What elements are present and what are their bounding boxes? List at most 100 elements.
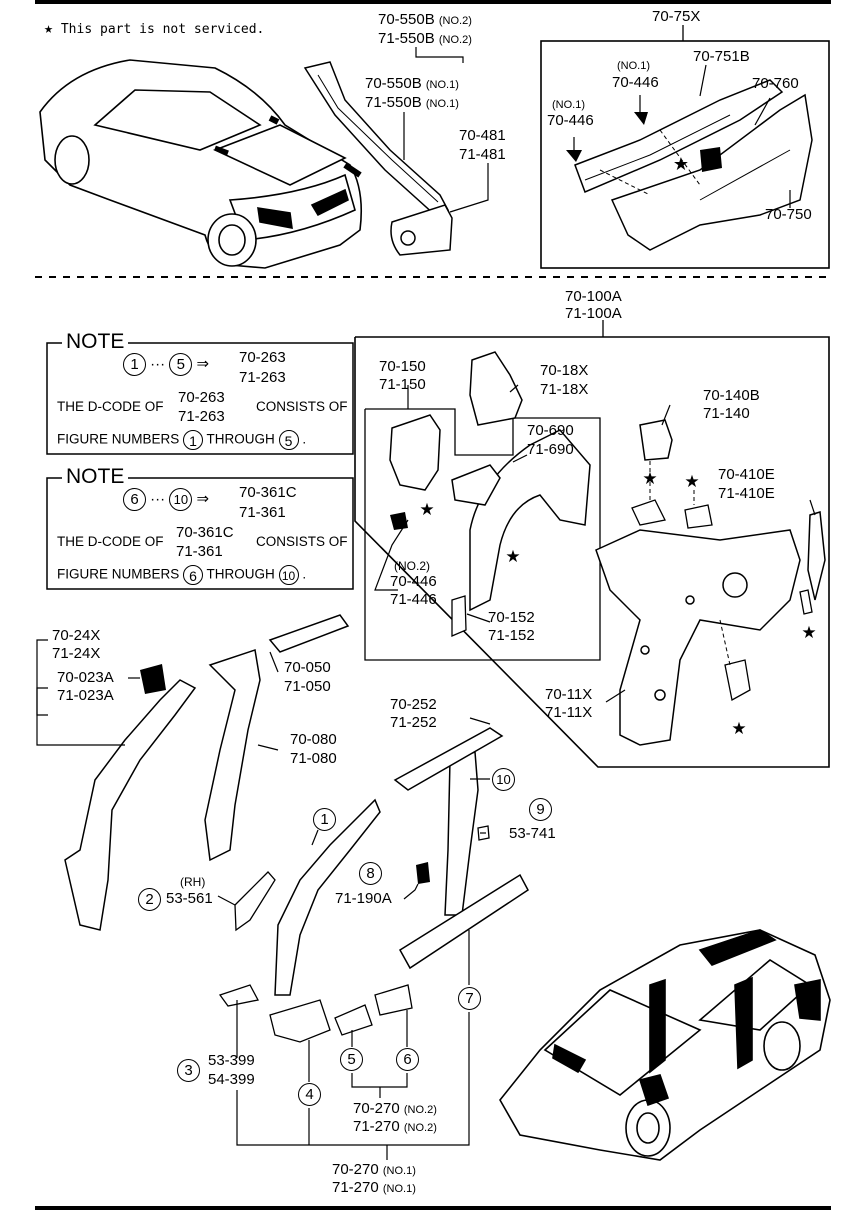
region-70-100a [354, 336, 830, 768]
bracket-70-18x [469, 351, 523, 426]
label-70-550b-no2: 70-550B (NO.2) [378, 11, 472, 28]
car-front-view-illustration [499, 929, 831, 1161]
callout-10: 10 [492, 768, 515, 791]
note-2-t4: THROUGH [206, 566, 275, 582]
part-70-152 [451, 595, 467, 637]
dots: ··· [150, 490, 166, 508]
period: . [302, 431, 307, 447]
pillar-70-24x [64, 679, 197, 931]
note-2-title: NOTE [62, 466, 129, 488]
part-70-023a [140, 664, 166, 694]
box-70-75x [540, 40, 830, 269]
label-70-152: 70-152 [488, 609, 535, 626]
sill-7 [398, 873, 529, 970]
note-2-t2: CONSISTS OF [256, 534, 348, 549]
rail-70-252 [393, 727, 504, 791]
part-71-190a [416, 862, 430, 884]
circle-10-b: 10 [278, 565, 299, 585]
bracket-70-410e [807, 511, 826, 601]
label-54-399: 54-399 [208, 1071, 255, 1088]
label-71-24x: 71-24X [52, 645, 101, 662]
note-box-1 [46, 342, 354, 455]
note-2-t1: THE D-CODE OF [57, 534, 164, 549]
label-70-023a: 70-023A [57, 669, 114, 686]
pillar-1 [274, 798, 381, 996]
callout-7: 7 [458, 987, 481, 1010]
note-1-t1: THE D-CODE OF [57, 399, 164, 414]
label-70-11x: 70-11X [545, 686, 593, 703]
note-1-code-a: 70-263 [239, 349, 286, 366]
label-70-481: 70-481 [459, 127, 506, 144]
label-71-270-no1: 71-270 (NO.1) [332, 1179, 416, 1196]
label-71-270-no2: 71-270 (NO.2) [353, 1118, 437, 1135]
label-70-760: 70-760 [752, 75, 799, 92]
bracket-70-150 [389, 414, 441, 491]
part-53-561 [234, 871, 276, 932]
note-1-title: NOTE [62, 331, 129, 353]
part-70-760 [700, 147, 722, 172]
bracket-70-140b [639, 419, 673, 461]
label-70-446-c: 70-446 [390, 573, 437, 590]
svg-text:★: ★ [673, 154, 689, 174]
circle-5: 5 [169, 353, 193, 376]
label-71-140: 71-140 [703, 405, 750, 422]
part-4 [269, 999, 331, 1043]
label-70-550b-no1: 70-550B (NO.1) [365, 75, 459, 92]
label-71-150: 71-150 [379, 376, 426, 393]
label-70-75x: 70-75X [652, 8, 701, 25]
pillar-70-550b [303, 61, 450, 216]
clip-70-446 [390, 512, 408, 530]
note-2-code-b: 71-361 [239, 504, 286, 521]
label-71-481: 71-481 [459, 146, 506, 163]
quarter-panel-70-11x [595, 529, 801, 746]
label-70-150: 70-150 [379, 358, 426, 375]
bracket-70-690 [451, 464, 501, 506]
label-70-270-no2: 70-270 (NO.2) [353, 1100, 437, 1117]
label-rh: (RH) [180, 875, 206, 889]
note-1-line3: FIGURE NUMBERS 1 THROUGH 5 . [57, 430, 306, 450]
bottom-border [35, 1206, 831, 1210]
label-53-741: 53-741 [509, 825, 556, 842]
callout-5: 5 [340, 1048, 363, 1071]
label-70-050: 70-050 [284, 659, 331, 676]
callout-4: 4 [298, 1083, 321, 1106]
part-5 [334, 1004, 373, 1036]
star-icon: ★ [44, 19, 54, 37]
note-1-t4: THROUGH [206, 431, 275, 447]
label-no1-b: (NO.1) [552, 99, 585, 111]
circle-1-b: 1 [183, 430, 204, 450]
part-6 [374, 984, 413, 1016]
inner-group-box [364, 408, 601, 661]
period: . [302, 566, 307, 582]
label-53-399: 53-399 [208, 1052, 255, 1069]
label-71-18x: 71-18X [540, 381, 589, 398]
label-70-410e: 70-410E [718, 466, 775, 483]
label-70-690: 70-690 [527, 422, 574, 439]
label-71-023a: 71-023A [57, 687, 114, 704]
circle-10: 10 [169, 488, 193, 511]
note-2-line3: FIGURE NUMBERS 6 THROUGH 10 . [57, 565, 306, 585]
callout-8: 8 [359, 862, 382, 885]
label-71-11x: 71-11X [545, 704, 593, 721]
label-71-446: 71-446 [390, 591, 437, 608]
legend-text: This part is not serviced. [60, 22, 265, 37]
label-70-18x: 70-18X [540, 362, 589, 379]
bracket-70-481 [390, 204, 453, 256]
car-rear-view-illustration [39, 59, 363, 269]
svg-text:★: ★ [684, 472, 699, 491]
note-box-2 [46, 477, 354, 590]
label-71-410e: 71-410E [718, 485, 775, 502]
label-71-550b-no1: 71-550B (NO.1) [365, 94, 459, 111]
pillar-70-050 [268, 614, 350, 653]
pillar-10 [444, 750, 479, 916]
pillar-70-080 [204, 649, 261, 862]
label-70-080: 70-080 [290, 731, 337, 748]
callout-9: 9 [529, 798, 552, 821]
label-71-080: 71-080 [290, 750, 337, 767]
circle-1: 1 [123, 353, 146, 376]
arrow-icon: ⇒ [196, 355, 210, 373]
label-70-270-no1: 70-270 (NO.1) [332, 1161, 416, 1178]
svg-text:★: ★ [505, 547, 520, 566]
label-70-751b: 70-751B [693, 48, 750, 65]
